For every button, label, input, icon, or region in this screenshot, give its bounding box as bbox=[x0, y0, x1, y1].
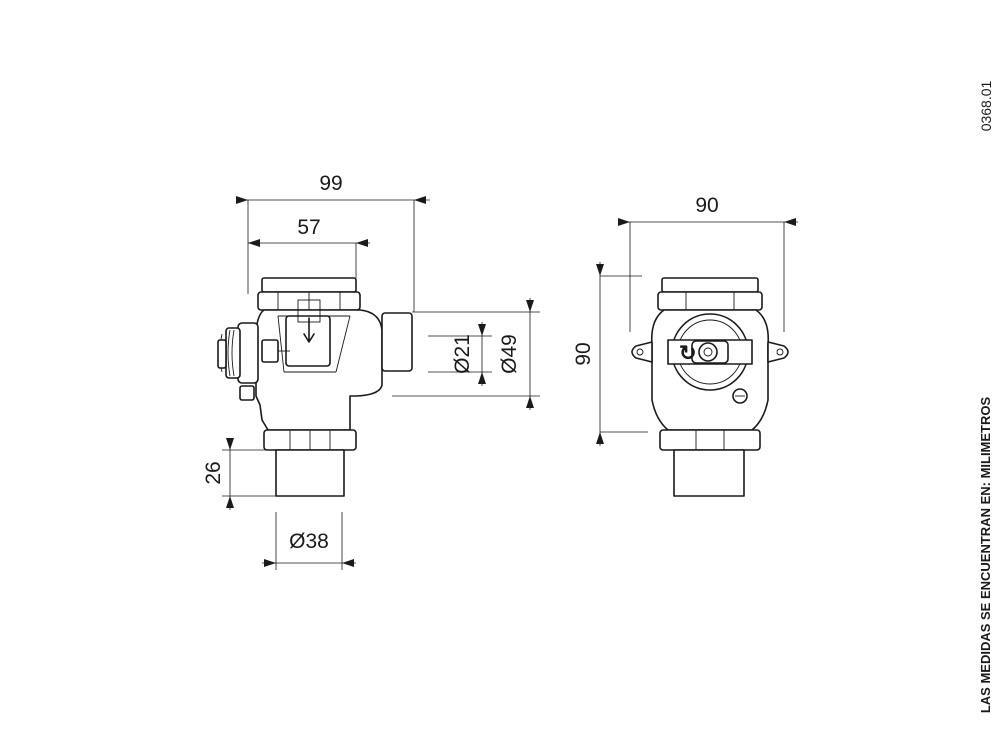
front-view: ↻ bbox=[631, 277, 789, 497]
dim-spigot-diameter: Ø38 bbox=[289, 530, 329, 553]
actuator-knob bbox=[261, 339, 279, 363]
units-note: LAS MEDIDAS SE ENCUENTRAN EN: MILIMETROS bbox=[978, 397, 993, 714]
dim-outlet-diameter: Ø21 bbox=[451, 334, 474, 374]
top-cap-ring bbox=[261, 277, 357, 293]
actuator-housing bbox=[237, 322, 259, 384]
side-view bbox=[217, 277, 413, 497]
left-ear bbox=[631, 341, 653, 363]
dim-body-width: 57 bbox=[297, 216, 320, 239]
bottom-spigot bbox=[275, 449, 345, 497]
dim-overall-width: 99 bbox=[319, 172, 342, 195]
side-view-dimensions: 99 57 Ø21 Ø49 26 Ø38 bbox=[202, 172, 540, 570]
drawing-code: 0368.01 bbox=[978, 80, 994, 131]
rotate-icon: ↻ bbox=[679, 342, 697, 365]
front-view-dimensions: 90 90 bbox=[572, 194, 798, 446]
flow-arrow-icon bbox=[303, 317, 315, 343]
dim-front-width: 90 bbox=[695, 194, 718, 217]
right-ear bbox=[767, 341, 789, 363]
outlet-spigot bbox=[381, 312, 413, 372]
dim-front-height: 90 bbox=[572, 342, 595, 365]
dial-center bbox=[698, 342, 718, 362]
dim-spigot-height: 26 bbox=[202, 461, 225, 484]
dim-outlet-flange-diameter: Ø49 bbox=[498, 334, 521, 374]
